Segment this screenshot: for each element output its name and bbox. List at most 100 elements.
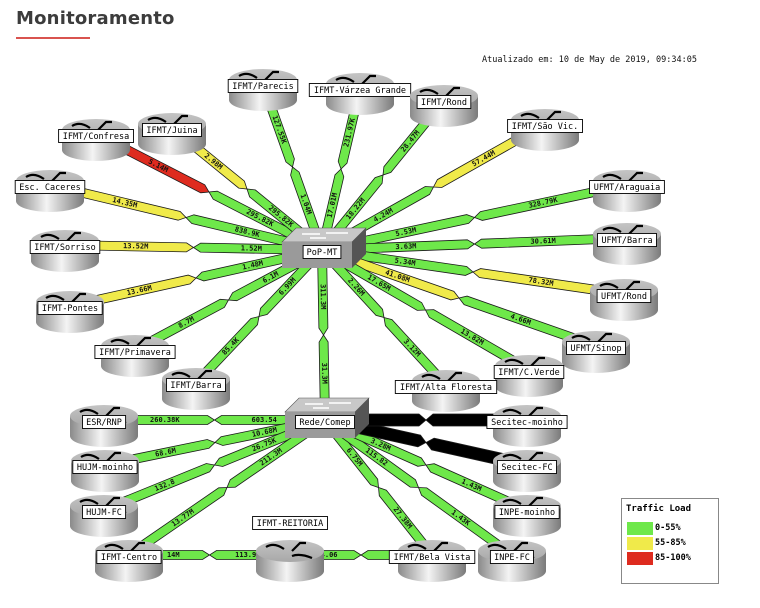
node-label-box xyxy=(308,83,412,97)
node-label-box xyxy=(388,550,476,564)
node-esr[interactable]: ESR/RNP xyxy=(70,405,138,447)
node-label-box xyxy=(252,516,328,530)
node-label: ESR/RNP xyxy=(86,418,122,428)
link-in-bandwidth: 3.63M xyxy=(395,242,416,251)
link-out-bandwidth: 13.77M xyxy=(170,507,195,528)
node-label-box xyxy=(494,505,560,519)
node-label-box xyxy=(416,95,472,109)
legend-label: 0-55% xyxy=(655,523,681,533)
node-label-box xyxy=(486,415,568,429)
node-primavera[interactable]: IFMT/Primavera xyxy=(94,335,176,377)
node-label-box xyxy=(302,245,342,259)
node-label: UFMT/Rond xyxy=(601,292,647,302)
legend-label: 85-100% xyxy=(655,553,691,563)
node-label: INPE-moinho xyxy=(499,508,555,518)
node-label: IFMT-Várzea Grande xyxy=(314,86,406,96)
hub-label: PoP-MT xyxy=(307,248,338,258)
node-label: Esc. Caceres xyxy=(19,183,80,193)
hub-pop[interactable]: PoP-MT xyxy=(281,227,367,268)
hub-label: Rede/Comep xyxy=(299,418,350,428)
node-inpe-moinho[interactable]: INPE-moinho xyxy=(493,495,561,537)
link-in-bandwidth: 4.24M xyxy=(372,207,394,224)
link-in-bandwidth: 5.34M xyxy=(394,257,416,268)
link-in-bandwidth: 41.08M xyxy=(384,268,411,284)
link-out-bandwidth: 4.06 xyxy=(321,551,338,559)
node-varzea[interactable]: IFMT-Várzea Grande xyxy=(308,73,412,115)
link-in-bandwidth: 2.26M xyxy=(346,277,366,298)
link-out-bandwidth: 78.32M xyxy=(528,276,554,288)
node-secitec-fc[interactable]: Secitec-FC xyxy=(493,450,561,492)
node-label: IFMT/Juina xyxy=(146,126,197,136)
node-label: HUJM-FC xyxy=(86,508,122,518)
node-label: Secitec-moinho xyxy=(491,418,563,428)
legend-item-low: 0-55% xyxy=(627,521,681,535)
node-barra-ifmt[interactable]: IFMT/Barra xyxy=(162,368,230,410)
link-in-bandwidth: 311.3M xyxy=(319,284,327,309)
node-pontes[interactable]: IFMT-Pontes xyxy=(36,291,104,333)
link-in-bandwidth: 18.22M xyxy=(345,196,367,221)
link-in-bandwidth: 113.9 xyxy=(235,551,256,559)
link-out-bandwidth: 30.61M xyxy=(530,237,556,246)
node-hujm-moinho[interactable]: HUJM-moinho xyxy=(71,450,139,492)
nodes-layer: IFMT/Juina IFMT/Parecis IFMT-Várzea Grande… xyxy=(14,69,665,583)
node-label-box xyxy=(94,345,176,359)
node-label-box xyxy=(589,180,665,194)
node-label: UFMT/Araguaia xyxy=(594,183,661,193)
node-label-box xyxy=(597,233,657,247)
node-label: Secitec-FC xyxy=(501,463,552,473)
link-out-bandwidth: 231.97K xyxy=(342,117,357,148)
link-out-bandwidth: 31.3M xyxy=(320,363,328,384)
hub-comep[interactable]: Rede/Comep xyxy=(284,397,370,438)
node-label-box xyxy=(295,415,355,429)
node-label-box xyxy=(142,123,202,137)
node-cverde[interactable]: IFMT/C.Verde xyxy=(493,355,565,397)
node-parecis[interactable]: IFMT/Parecis xyxy=(227,69,299,111)
node-rond-ifmt[interactable]: IFMT/Rond xyxy=(410,85,478,127)
node-label: IFMT/C.Verde xyxy=(498,368,559,378)
legend-swatch-red xyxy=(627,551,653,565)
node-saovic[interactable]: IFMT/São Vic. xyxy=(507,109,583,151)
node-altafloresta[interactable]: IFMT/Alta Floresta xyxy=(394,370,498,412)
node-label-box xyxy=(82,415,127,429)
node-confresa[interactable]: IFMT/Confresa xyxy=(58,119,134,161)
title-underline xyxy=(16,37,90,39)
node-sorriso[interactable]: IFMT/Sorriso xyxy=(29,230,101,272)
node-secitec-moinho[interactable]: Secitec-moinho xyxy=(486,405,568,447)
updated-timestamp: Atualizado em: 10 de May de 2019, 09:34:… xyxy=(482,55,697,65)
node-barra-ufmt[interactable]: UFMT/Barra xyxy=(593,223,661,265)
node-hujm-fc[interactable]: HUJM-FC xyxy=(70,495,138,537)
legend-label: 55-85% xyxy=(655,538,686,548)
node-label: IFMT-Centro xyxy=(101,553,157,563)
link-pop_comep[interactable]: 31.3M 311.3M xyxy=(317,249,330,421)
link-out-bandwidth: 27.38M xyxy=(392,506,414,531)
link-in-bandwidth: 603.54 xyxy=(252,416,277,424)
node-label-box xyxy=(497,460,557,474)
node-label-box xyxy=(493,365,565,379)
node-label: UFMT/Barra xyxy=(601,236,652,246)
router-icon xyxy=(256,540,324,582)
node-label: IFMT-REITORIA xyxy=(257,519,324,529)
page-title: Monitoramento xyxy=(16,8,175,29)
node-label: HUJM-moinho xyxy=(77,463,133,473)
node-label-box xyxy=(29,240,101,254)
node-rond-ufmt[interactable]: UFMT/Rond xyxy=(590,279,658,321)
node-label-box xyxy=(394,380,498,394)
node-label: UFMT/Sinop xyxy=(570,344,621,354)
node-caceres[interactable]: Esc. Caceres xyxy=(14,170,86,212)
node-label-box xyxy=(72,460,138,474)
node-araguaia[interactable]: UFMT/Araguaia xyxy=(589,170,665,212)
legend-item-high: 85-100% xyxy=(627,551,691,565)
link-out-bandwidth: 13.52M xyxy=(123,242,148,250)
node-belavista[interactable]: IFMT/Bela Vista xyxy=(388,540,476,582)
link-out-bandwidth: 132.8 xyxy=(154,478,177,493)
legend-title: Traffic Load xyxy=(626,504,692,514)
node-label-box xyxy=(14,180,86,194)
node-centro[interactable]: IFMT-Centro xyxy=(95,540,163,582)
node-sinop[interactable]: UFMT/Sinop xyxy=(562,331,630,373)
node-juina[interactable]: IFMT/Juina xyxy=(138,113,206,155)
node-inpe-fc[interactable]: INPE-FC xyxy=(478,540,546,582)
node-label-box xyxy=(489,550,534,564)
node-reitoria[interactable]: IFMT-REITORIA xyxy=(252,516,328,583)
node-label: IFMT/Alta Floresta xyxy=(400,383,492,393)
